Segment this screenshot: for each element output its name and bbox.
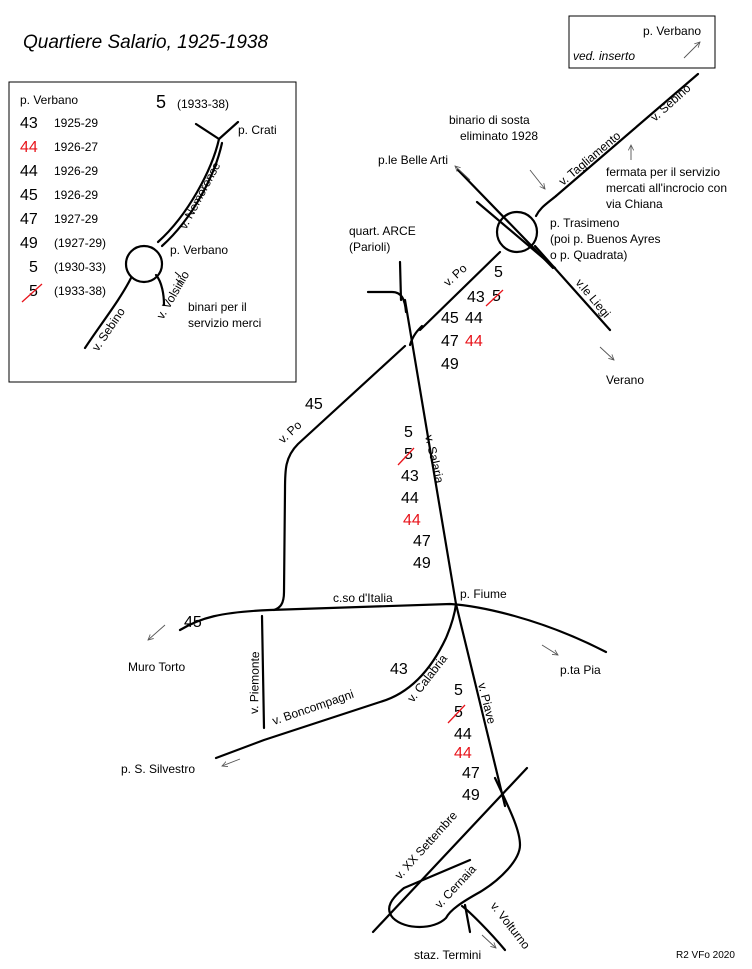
line-number: 44 [454, 726, 472, 743]
label-piave: v. Piave [475, 681, 499, 725]
label-muro-torto: Muro Torto [128, 660, 185, 674]
label-trasimeno-2: (poi p. Buenos Ayres [550, 232, 661, 246]
label-tagliamento: v. Tagliamento [556, 128, 624, 188]
label-s-silvestro: p. S. Silvestro [121, 762, 195, 776]
label-xx-settembre: v. XX Settembre [392, 808, 460, 882]
label-verano: Verano [606, 373, 644, 387]
strike-mark [21, 283, 43, 303]
label-piemonte: v. Piemonte [247, 651, 262, 714]
reference-place: p. Verbano [643, 24, 701, 38]
credit: R2 VFo 2020 [676, 950, 735, 961]
label-fermata-2: mercati all'incrocio con [606, 181, 727, 195]
line-number: 5 [404, 424, 413, 441]
reference-frame [568, 15, 716, 69]
legend-line: 5 [29, 259, 38, 276]
strike-mark [447, 704, 466, 724]
legend-line: 49 [20, 235, 38, 252]
inset-frame [8, 81, 297, 383]
line-number: 45 [305, 396, 323, 413]
strike-mark [397, 447, 415, 466]
label-corso-italia: c.so d'Italia [333, 591, 393, 605]
label-belle-arti: p.le Belle Arti [378, 153, 448, 167]
legend-years: 1925-29 [54, 116, 98, 130]
line-number: 44 [465, 310, 483, 327]
inset-top-line: 5 [156, 92, 166, 112]
line-number: 45 [184, 614, 202, 631]
label-binario-sosta-1: binario di sosta [449, 113, 530, 127]
main-tracks [178, 72, 700, 952]
line-number: 47 [441, 333, 459, 350]
line-number: 47 [413, 533, 431, 550]
reference-note: ved. inserto [573, 49, 635, 63]
line-number: 43 [390, 661, 408, 678]
line-number: 44 [454, 745, 472, 762]
label-boncompagni: v. Boncompagni [270, 687, 355, 728]
label-binario-sosta-2: eliminato 1928 [460, 129, 538, 143]
label-pta-pia: p.ta Pia [560, 663, 601, 677]
legend-line: 47 [20, 211, 38, 228]
inset-tracks [83, 120, 240, 350]
line-number: 43 [401, 468, 419, 485]
line-number: 44 [465, 333, 483, 350]
label-fermata-1: fermata per il servizio [606, 165, 720, 179]
line-number: 47 [462, 765, 480, 782]
label-trasimeno-1: p. Trasimeno [550, 216, 620, 230]
line-number: 44 [401, 490, 419, 507]
legend-years: 1926-29 [54, 188, 98, 202]
line-number: 45 [441, 310, 459, 327]
line-number: 49 [441, 356, 459, 373]
label-volturno: v. Volturno [488, 899, 534, 952]
inset-street-volsinio: v. Volsinio [153, 268, 192, 321]
inset-place-crati: p. Crati [238, 123, 277, 137]
inset-merci-line2: servizio merci [188, 316, 261, 330]
inset-merci-line1: binari per il [188, 300, 247, 314]
line-numbers: 5 43 5 45 44 47 44 49 45 5 5 43 44 44 47… [184, 264, 504, 804]
legend-line: 43 [20, 115, 38, 132]
label-arce-2: (Parioli) [349, 240, 390, 254]
inset-reference-box: p. Verbano ved. inserto [568, 15, 716, 69]
inset-street-nemorense: v. Nemorense [176, 159, 223, 231]
legend-years: (1933-38) [54, 284, 106, 298]
legend-line: 44 [20, 139, 38, 156]
legend-years: 1926-27 [54, 140, 98, 154]
inset-place-verbano: p. Verbano [170, 243, 228, 257]
legend-years: (1930-33) [54, 260, 106, 274]
label-fiume: p. Fiume [460, 587, 507, 601]
label-arce-1: quart. ARCE [349, 224, 416, 238]
inset-panel: p. Verbano 43 1925-29 44 1926-27 44 1926… [8, 81, 297, 383]
legend-line: 44 [20, 163, 38, 180]
map-labels: binario di sosta eliminato 1928 v. Tagli… [121, 81, 727, 962]
line-number: 49 [413, 555, 431, 572]
label-sebino: v. Sebino [648, 81, 694, 125]
legend-line: 45 [20, 187, 38, 204]
legend-years: 1927-29 [54, 212, 98, 226]
line-number: 44 [403, 512, 421, 529]
label-fermata-3: via Chiana [606, 197, 663, 211]
legend-years: 1926-29 [54, 164, 98, 178]
label-trasimeno-3: o p. Quadrata) [550, 248, 627, 262]
line-number: 43 [467, 289, 485, 306]
inset-heading: p. Verbano [20, 93, 78, 107]
line-number: 5 [454, 682, 463, 699]
label-calabria: v. Calabria [404, 651, 450, 704]
label-termini: staz. Termini [414, 948, 481, 962]
line-number: 49 [462, 787, 480, 804]
inset-legend: 43 1925-29 44 1926-27 44 1926-29 45 1926… [20, 115, 106, 303]
label-salaria: v. Salaria [422, 434, 447, 485]
map-title: Quartiere Salario, 1925-1938 [23, 32, 268, 53]
legend-years: (1927-29) [54, 236, 106, 250]
label-cernaia: v. Cernaia [432, 862, 479, 911]
line-number: 5 [494, 264, 503, 281]
inset-top-years: (1933-38) [177, 97, 229, 111]
strike-mark [485, 289, 504, 307]
label-liegi: v.le Liegi [573, 276, 614, 321]
